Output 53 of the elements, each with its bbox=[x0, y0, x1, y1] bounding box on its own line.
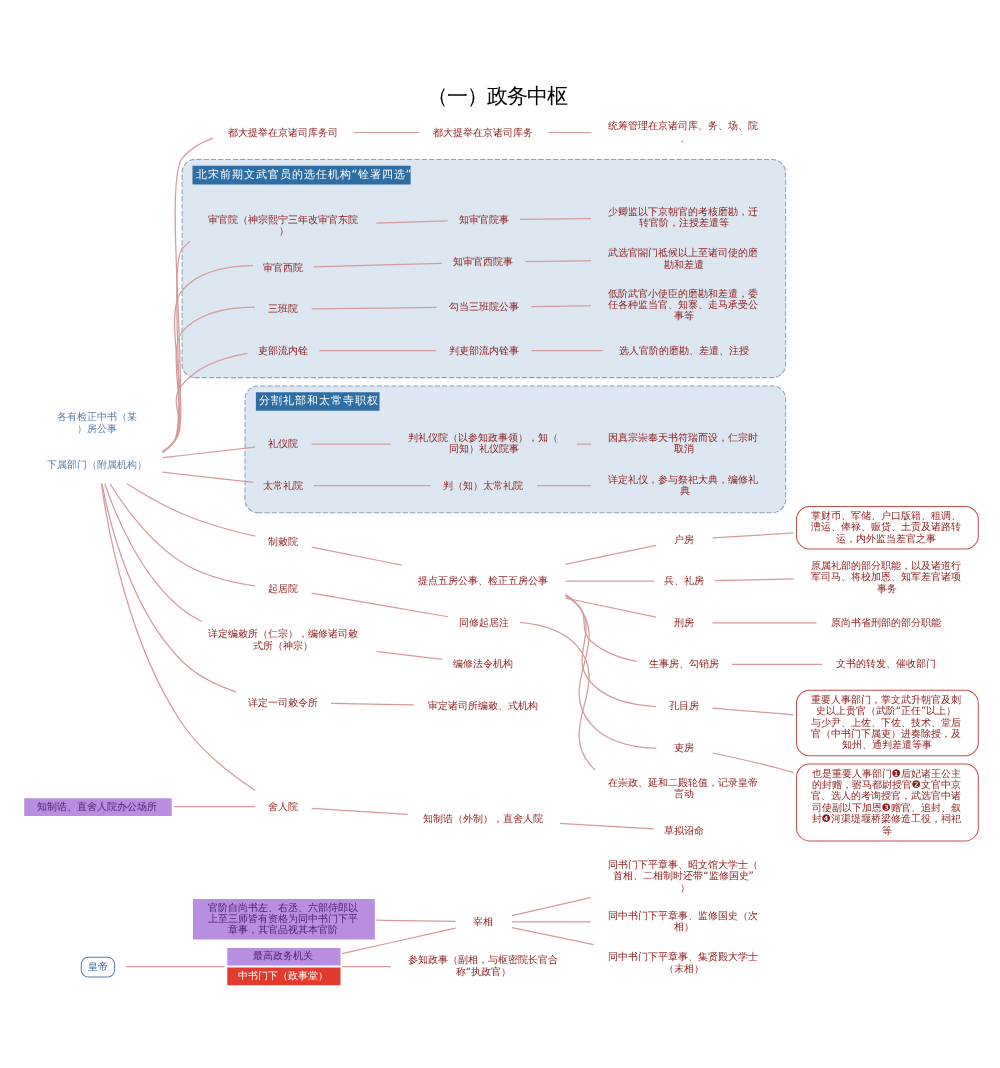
connector bbox=[329, 701, 414, 705]
connector bbox=[563, 543, 656, 564]
connector bbox=[124, 964, 225, 967]
connector bbox=[309, 305, 437, 309]
connector bbox=[161, 470, 253, 482]
connector bbox=[103, 482, 202, 622]
connector bbox=[309, 806, 408, 814]
connector bbox=[529, 304, 591, 307]
connector bbox=[340, 926, 456, 954]
connector bbox=[317, 349, 436, 351]
connector bbox=[510, 920, 591, 922]
connector bbox=[564, 592, 656, 748]
connector bbox=[563, 593, 656, 707]
connector bbox=[374, 918, 456, 922]
connector bbox=[160, 351, 248, 452]
connector bbox=[108, 482, 255, 586]
connector bbox=[309, 591, 448, 617]
connector bbox=[510, 895, 591, 916]
connector bbox=[558, 821, 654, 829]
connector bbox=[730, 662, 822, 664]
connector bbox=[518, 217, 591, 219]
connector bbox=[374, 649, 442, 660]
connector bbox=[340, 964, 391, 967]
connector bbox=[518, 620, 595, 770]
connector bbox=[563, 594, 637, 662]
connector bbox=[546, 130, 591, 133]
connector bbox=[312, 484, 431, 486]
connector bbox=[710, 621, 817, 623]
connector bbox=[99, 482, 255, 791]
connector bbox=[351, 130, 419, 133]
connector bbox=[309, 442, 391, 444]
connector bbox=[510, 926, 594, 945]
connector bbox=[710, 706, 794, 715]
connector bbox=[100, 482, 236, 692]
connector bbox=[160, 263, 253, 452]
diagram-title: （一）政务中枢 bbox=[426, 84, 567, 109]
connector bbox=[710, 531, 794, 538]
connector bbox=[161, 305, 255, 452]
connector bbox=[161, 445, 255, 458]
connector bbox=[374, 219, 448, 223]
connector bbox=[125, 482, 255, 536]
connector bbox=[535, 484, 591, 486]
connector bbox=[312, 261, 442, 267]
connector bbox=[309, 545, 402, 565]
connector bbox=[172, 805, 255, 807]
connector bbox=[160, 136, 213, 452]
connector bbox=[575, 442, 591, 444]
connector bbox=[563, 579, 654, 581]
connector bbox=[563, 596, 656, 617]
connector bbox=[712, 577, 794, 581]
connector bbox=[711, 751, 794, 773]
connector bbox=[529, 349, 603, 351]
connector bbox=[523, 259, 591, 262]
